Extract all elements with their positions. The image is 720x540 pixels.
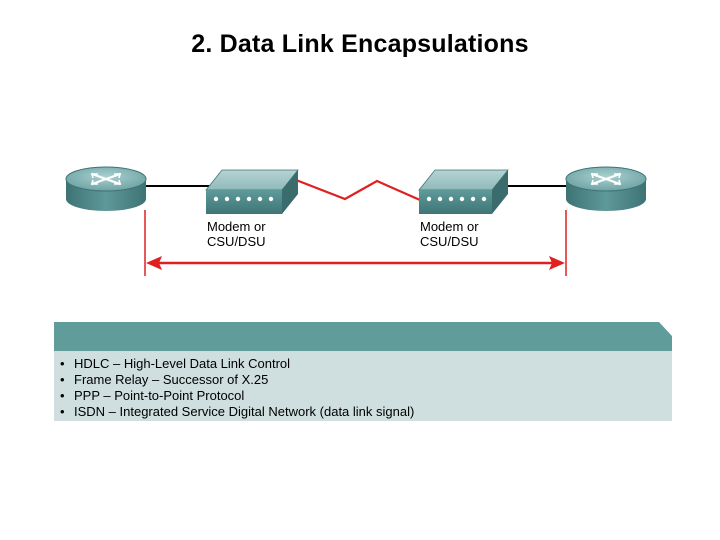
serial-link-zigzag (295, 178, 421, 202)
modem-left-label-line2: CSU/DSU (207, 234, 266, 249)
protocol-item-frame-relay: • Frame Relay – Successor of X.25 (60, 372, 414, 388)
protocol-item-isdn: • ISDN – Integrated Service Digital Netw… (60, 404, 414, 420)
bullet: • (60, 404, 65, 419)
protocol-item-hdlc: • HDLC – High-Level Data Link Control (60, 356, 414, 372)
modem-right-label-line1: Modem or (420, 219, 479, 234)
page-title: 2. Data Link Encapsulations (191, 30, 529, 58)
protocol-item-ppp: • PPP – Point-to-Point Protocol (60, 388, 414, 404)
protocol-item-text: PPP – Point-to-Point Protocol (74, 388, 245, 403)
protocol-item-text: HDLC – High-Level Data Link Control (74, 356, 291, 371)
modem-left-label: Modem or CSU/DSU (207, 219, 266, 249)
span-double-arrow (146, 256, 565, 270)
router-left-icon (65, 166, 147, 211)
network-diagram (65, 166, 647, 276)
panel-body: • HDLC – High-Level Data Link Control • … (54, 351, 672, 421)
protocol-item-text: ISDN – Integrated Service Digital Networ… (74, 404, 415, 419)
panel-header-bar (54, 322, 672, 351)
modem-left-icon (205, 169, 299, 214)
modem-right-label-line2: CSU/DSU (420, 234, 479, 249)
router-right-icon (565, 166, 647, 211)
bullet: • (60, 388, 65, 403)
bullet: • (60, 356, 65, 371)
modem-right-icon (418, 169, 509, 214)
protocol-item-text: Frame Relay – Successor of X.25 (74, 372, 269, 387)
protocol-list: • HDLC – High-Level Data Link Control • … (60, 356, 414, 420)
modem-left-label-line1: Modem or (207, 219, 266, 234)
modem-right-label: Modem or CSU/DSU (420, 219, 479, 249)
protocol-panel: • HDLC – High-Level Data Link Control • … (54, 322, 672, 421)
bullet: • (60, 372, 65, 387)
